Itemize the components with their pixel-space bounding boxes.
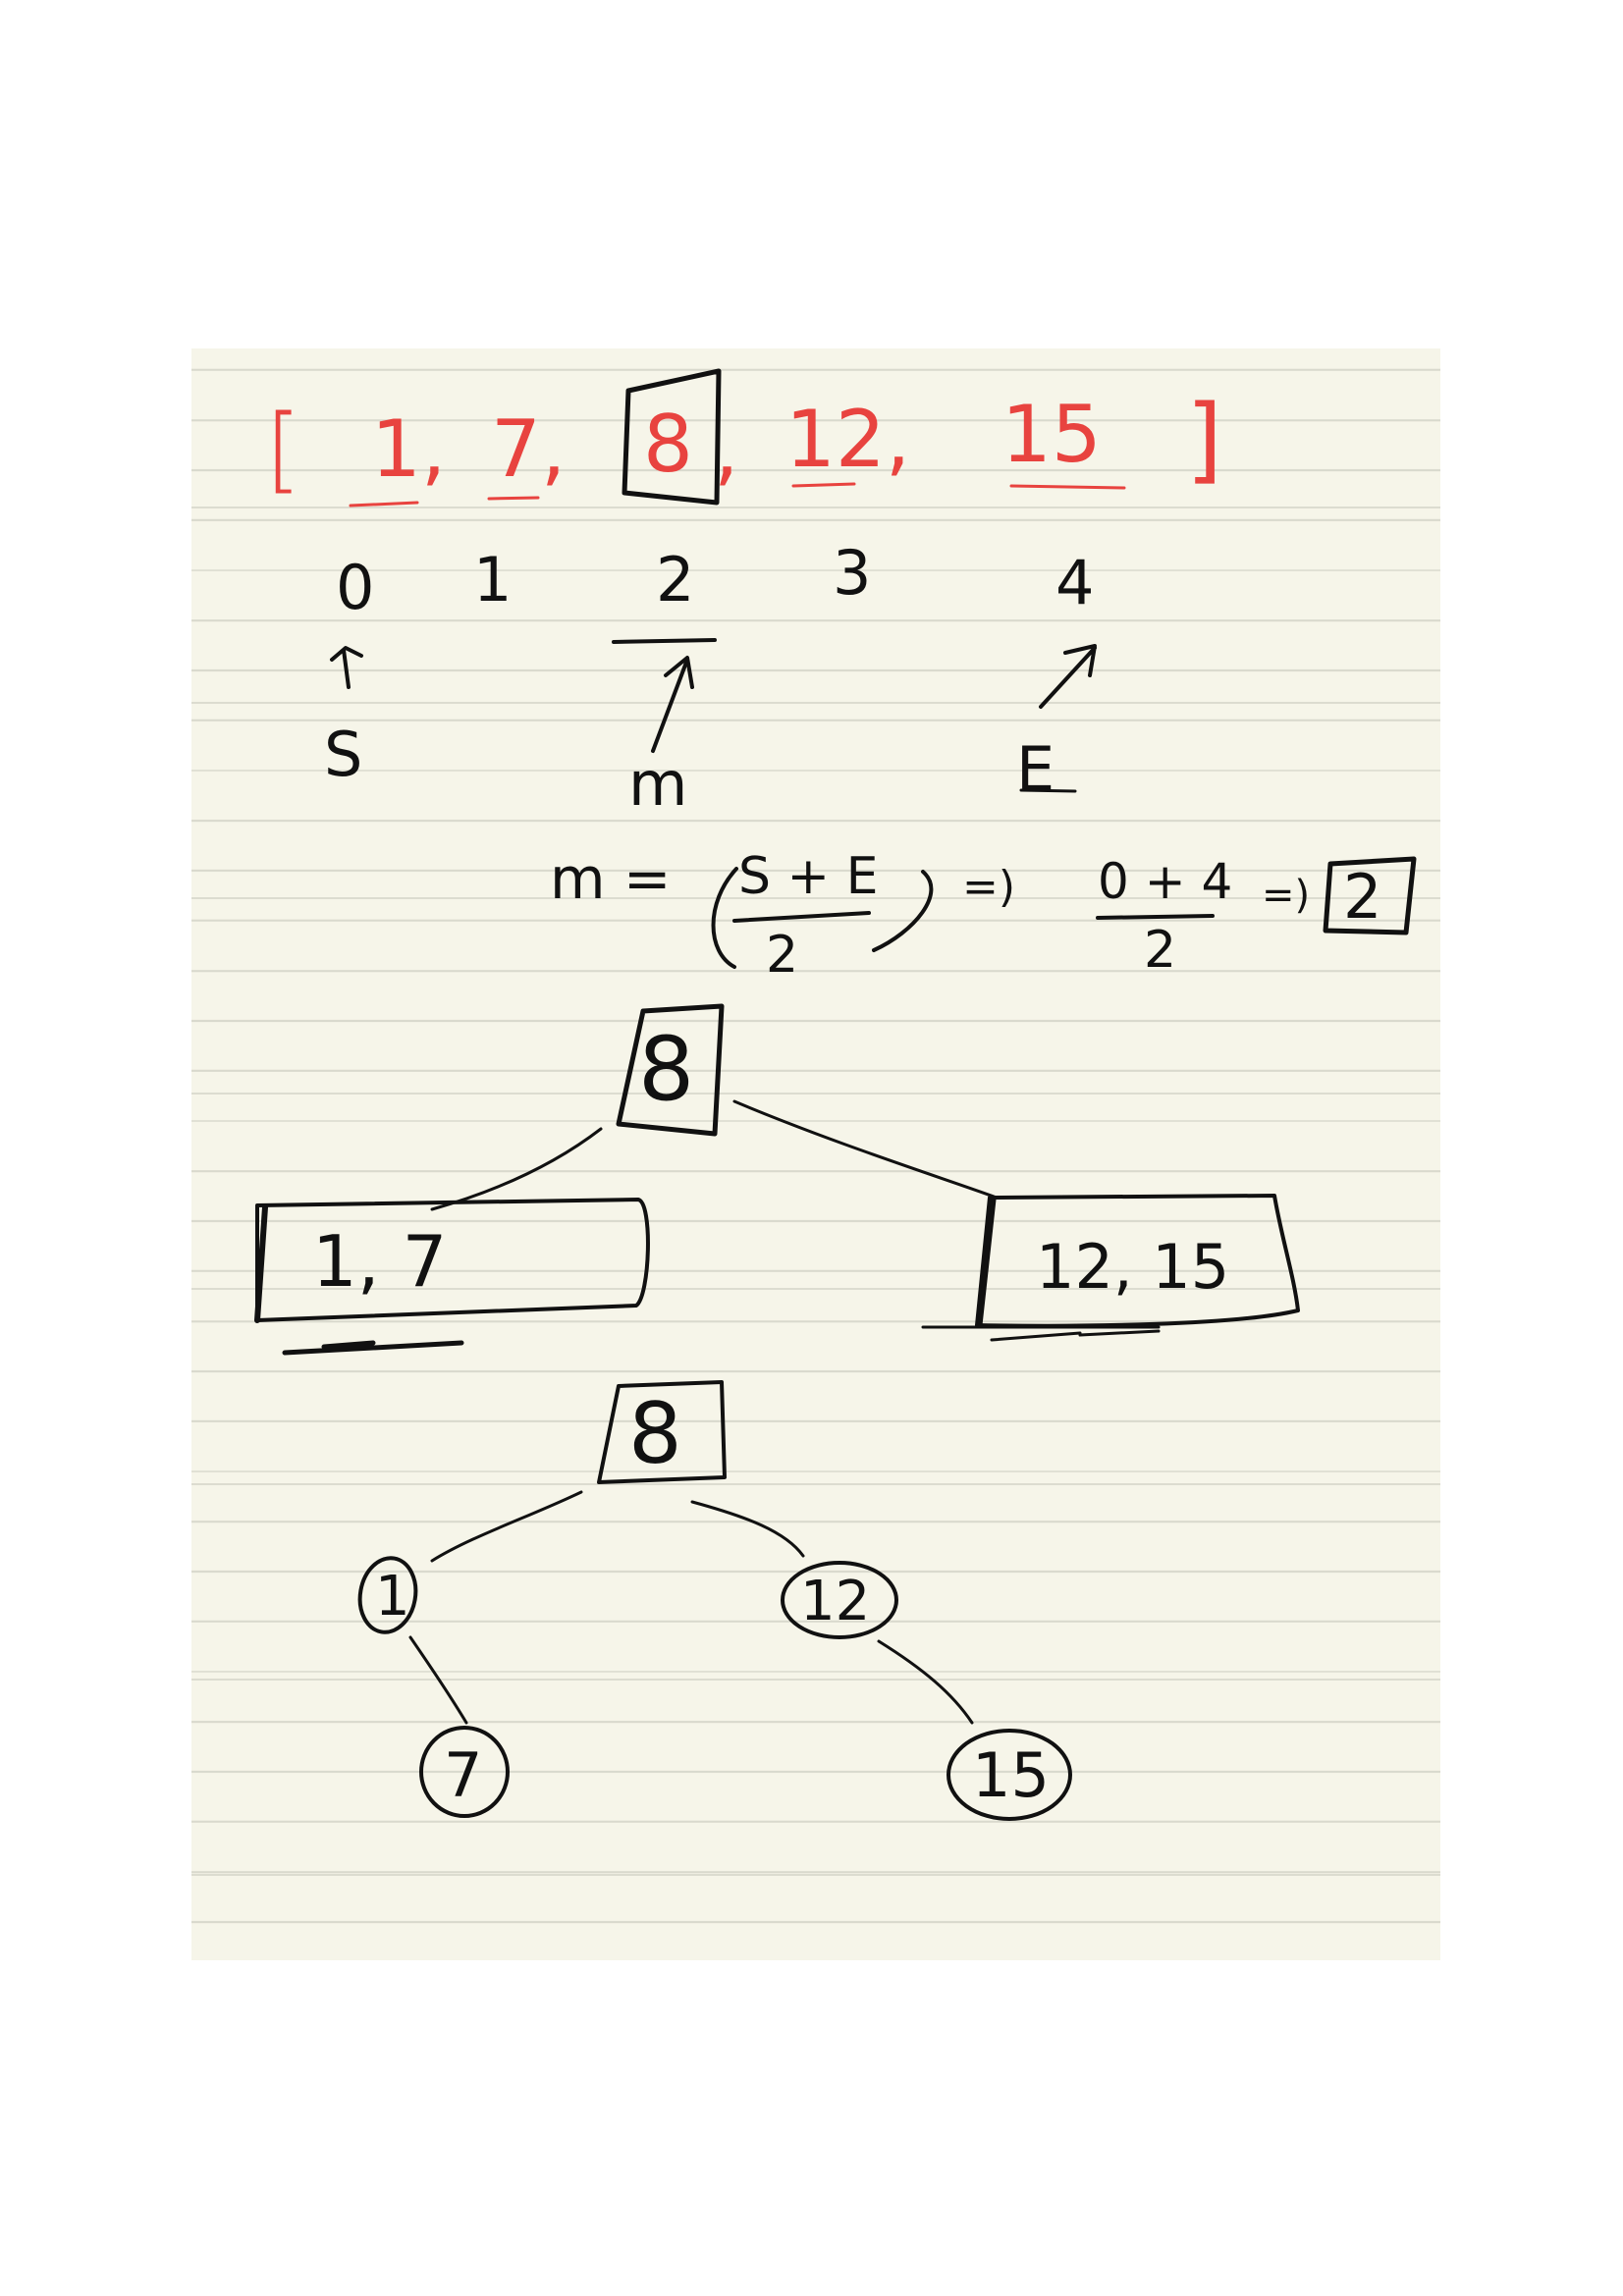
split-root-value: 8 (638, 1018, 694, 1121)
pointer-end: E (1016, 733, 1055, 805)
array-item-7: 7, (491, 403, 566, 495)
underline-15 (1009, 484, 1126, 490)
formula-num2: 0 + 4 (1098, 853, 1232, 910)
array-close-bracket: ] (1186, 386, 1222, 494)
mid-arrow (651, 656, 694, 753)
array-row: [ 1, 7, 8 , 12, 15 ] (265, 368, 1222, 507)
underline-7 (487, 496, 540, 501)
array-item-1: 1, (371, 403, 446, 495)
split-left-box-edge (254, 1204, 268, 1323)
formula-close-paren (872, 870, 934, 952)
bst-edge-1-7 (408, 1635, 468, 1725)
pointer-arrows (330, 638, 1097, 753)
index-2: 2 (656, 544, 694, 615)
bst-root-value: 8 (628, 1385, 682, 1483)
pointer-start: S (324, 719, 362, 790)
bst-node-1 (357, 1556, 418, 1634)
split-root-box (616, 1003, 725, 1137)
midpoint-formula: m = S + E 2 =) 0 + 4 2 =) 2 (550, 845, 1417, 985)
bst-edge-root-left (430, 1490, 583, 1563)
array-open-bracket: [ (265, 396, 301, 504)
bst-node-7-value: 7 (444, 1739, 482, 1811)
index-row: 0 1 2 3 4 (336, 537, 1094, 623)
underline-12 (791, 482, 856, 488)
index-1: 1 (473, 544, 512, 615)
mid-bar (612, 638, 717, 644)
formula-result-box (1323, 856, 1417, 935)
bst: 8 1 12 7 15 (357, 1380, 1072, 1821)
formula-lhs: m = (550, 845, 672, 912)
pointer-mid: m (628, 748, 687, 820)
bst-root-box (597, 1380, 727, 1484)
split-left-values: 1, 7 (312, 1220, 447, 1303)
split-left-underline (282, 1340, 464, 1356)
index-4: 4 (1055, 547, 1094, 618)
formula-denominator: 2 (766, 926, 798, 985)
formula-implies-1: =) (962, 862, 1015, 912)
index-3: 3 (833, 537, 871, 609)
formula-result: 2 (1343, 861, 1381, 933)
end-arrow (1039, 644, 1097, 709)
array-item-12: 12, (785, 394, 910, 485)
index-0: 0 (336, 552, 374, 623)
array-item-8: 8 (643, 399, 693, 490)
bst-edge-root-right (690, 1500, 805, 1558)
underline-1 (349, 501, 419, 507)
bst-node-12-value: 12 (800, 1570, 870, 1633)
formula-implies-2: =) (1262, 873, 1310, 918)
bst-node-15 (947, 1729, 1072, 1821)
bst-edge-12-15 (877, 1639, 974, 1725)
formula-fraction-bar (732, 911, 871, 923)
split-right-box-edge (977, 1197, 997, 1328)
bst-node-1-value: 1 (375, 1565, 410, 1629)
box-8 (622, 368, 722, 506)
formula-open-paren (711, 867, 738, 969)
bst-node-12 (781, 1561, 898, 1639)
formula-den2: 2 (1144, 921, 1176, 980)
array-item-15: 15 (1001, 389, 1102, 480)
start-arrow (330, 646, 363, 689)
split-right-underline (921, 1325, 1161, 1342)
formula-numerator: S + E (738, 847, 879, 906)
split-right-values: 12, 15 (1036, 1231, 1229, 1303)
split-tree: 8 1, 7 12, 15 (254, 1003, 1300, 1356)
end-underline (1019, 788, 1077, 793)
split-left-box (255, 1198, 650, 1322)
bst-node-15-value: 15 (972, 1739, 1050, 1811)
bst-node-7 (419, 1726, 510, 1818)
split-edge-right (732, 1099, 999, 1200)
split-edge-left (430, 1127, 603, 1211)
formula-fraction-bar-2 (1096, 914, 1215, 920)
